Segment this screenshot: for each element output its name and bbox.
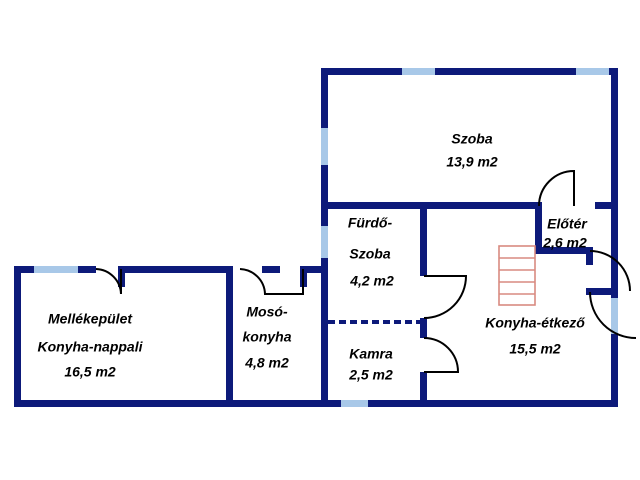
label-eloter-area: 2,6 m2: [542, 235, 587, 251]
wall-eloter-west: [535, 209, 542, 254]
window-top-left: [402, 68, 435, 75]
wall-west-b: [321, 165, 328, 226]
label-szoba-area: 13,9 m2: [446, 154, 498, 170]
wall-szoba-south-a: [321, 202, 542, 209]
door-eloter-east: [589, 250, 631, 292]
wall-top-a: [321, 68, 402, 75]
wall-annex-top-c: [118, 266, 230, 273]
wall-furdo-east-b: [420, 318, 427, 338]
door-mellekepulet: [95, 268, 122, 295]
wall-east-a: [611, 68, 618, 298]
stairs-group: [498, 245, 536, 306]
stairs-outline: [498, 245, 536, 306]
door-kamra: [423, 337, 460, 373]
wall-top-b: [435, 68, 576, 75]
label-furdo-area: 4,2 m2: [349, 273, 394, 289]
label-mellekepulet-area: 16,5 m2: [64, 364, 116, 380]
wall-eloter-south-a: [535, 247, 593, 254]
label-moso-konyha-line1: Mosó-: [246, 304, 288, 320]
label-moso-konyha-line2: konyha: [242, 329, 291, 345]
door-konyha-east: [589, 291, 637, 339]
wall-annex-top-a: [14, 266, 34, 273]
wall-west-c: [321, 258, 328, 407]
window-east-konyha: [611, 298, 618, 334]
walls-group: [14, 68, 618, 407]
wall-annex-divider: [226, 266, 233, 407]
wall-east-b: [611, 334, 618, 407]
label-kamra-area: 2,5 m2: [348, 367, 393, 383]
label-mellekepulet-line2: Konyha-nappali: [37, 339, 143, 355]
wall-furdo-east-a: [420, 202, 427, 276]
label-kamra-line1: Kamra: [349, 346, 393, 362]
window-west-furdo: [321, 226, 328, 258]
doors-group: [95, 169, 637, 373]
windows-group: [34, 68, 618, 407]
window-south-kamra: [341, 400, 368, 407]
door-moso-konyha: [239, 268, 304, 295]
label-furdo-line2: Szoba: [349, 246, 390, 262]
label-mellekepulet-line1: Mellékepület: [48, 311, 133, 327]
wall-bottom-b: [368, 400, 618, 407]
window-west-szoba: [321, 128, 328, 165]
wall-annex-top-d: [262, 266, 280, 273]
wall-furdo-east-c: [420, 372, 427, 407]
door-szoba: [538, 169, 575, 207]
wall-annex-bottom: [14, 400, 328, 407]
window-top-right: [576, 68, 609, 75]
label-konyha-etkezo-area: 15,5 m2: [509, 341, 561, 357]
wall-annex-top-e: [300, 266, 328, 273]
wall-bottom-a: [321, 400, 341, 407]
wall-eloter-south-b: [586, 288, 618, 295]
wall-szoba-south-b: [595, 202, 618, 209]
label-furdo-line1: Fürdő-: [348, 215, 393, 231]
room-labels-group: Mellékepület Konyha-nappali 16,5 m2 Mosó…: [37, 131, 588, 383]
label-szoba-line1: Szoba: [451, 131, 492, 147]
wall-annex-west: [14, 266, 21, 407]
window-annex-north: [34, 266, 78, 273]
label-moso-konyha-area: 4,8 m2: [244, 355, 289, 371]
label-eloter-line1: Előtér: [547, 216, 588, 232]
wall-west-a: [321, 68, 328, 128]
wall-eloter-jamb: [586, 247, 593, 265]
door-furdo-szoba: [423, 275, 468, 319]
label-konyha-etkezo-line1: Konyha-étkező: [485, 315, 585, 331]
wall-annex-top-b: [78, 266, 96, 273]
